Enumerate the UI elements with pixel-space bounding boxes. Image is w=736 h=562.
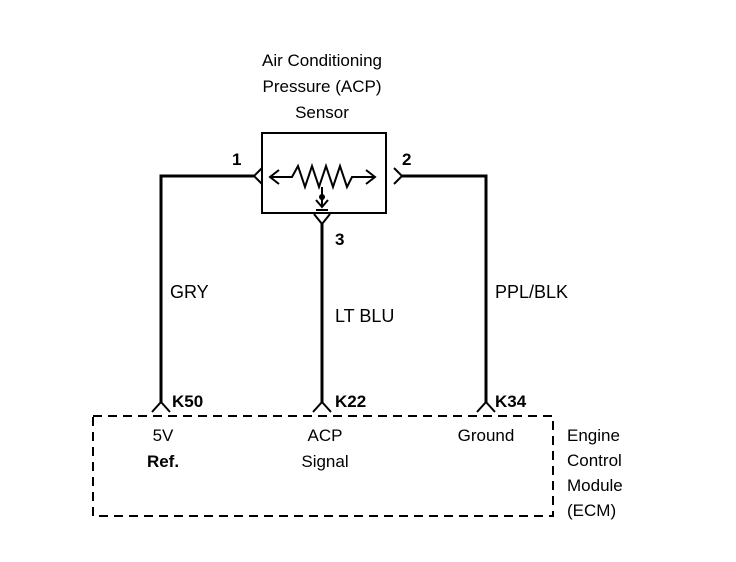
ecm-name-line-4: (ECM) <box>567 501 616 520</box>
terminal-k34-label: K34 <box>495 392 527 411</box>
sensor-title-line-3: Sensor <box>295 103 349 122</box>
terminal-k34-connector <box>476 400 496 413</box>
wire-ppl-blk <box>402 174 488 402</box>
sensor-title-line-2: Pressure (ACP) <box>262 77 381 96</box>
resistor-symbol <box>268 162 377 191</box>
pin-1-connector <box>252 167 263 185</box>
pin-1-label: 1 <box>232 150 241 169</box>
wire-label-gry: GRY <box>170 282 209 302</box>
terminal-k50-label: K50 <box>172 392 203 411</box>
wiper-dot <box>319 194 325 200</box>
ecm-label-5v: 5V <box>153 426 174 445</box>
ecm-name-line-2: Control <box>567 451 622 470</box>
pin-2-label: 2 <box>402 150 411 169</box>
ecm-label-ref: Ref. <box>147 452 179 471</box>
pin-3-connector <box>313 213 331 226</box>
sensor-title-line-1: Air Conditioning <box>262 51 382 70</box>
wire-gry <box>159 174 254 402</box>
ecm-label-acp: ACP <box>308 426 343 445</box>
ecm-label-ground: Ground <box>458 426 515 445</box>
ecm-box <box>92 415 554 517</box>
sensor-box <box>261 132 387 214</box>
pin-3-label: 3 <box>335 230 344 249</box>
ecm-label-signal: Signal <box>301 452 348 471</box>
ecm-name-line-3: Module <box>567 476 623 495</box>
terminal-k50-connector <box>151 400 171 413</box>
pin-2-connector <box>393 167 404 185</box>
wire-label-ppl-blk: PPL/BLK <box>495 282 568 302</box>
wire-label-lt-blu: LT BLU <box>335 306 394 326</box>
ecm-name-line-1: Engine <box>567 426 620 445</box>
terminal-k22-connector <box>312 400 332 413</box>
terminal-k22-label: K22 <box>335 392 366 411</box>
